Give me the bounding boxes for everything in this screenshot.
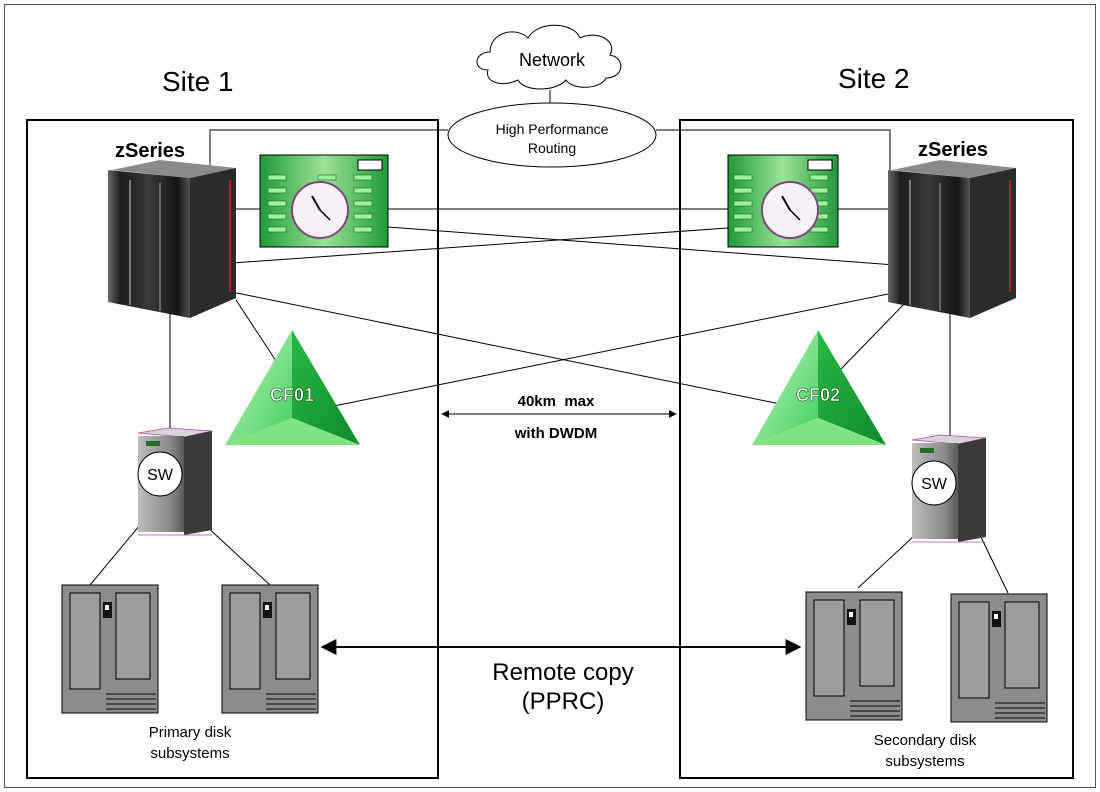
disk-door [69, 592, 101, 690]
timer-slots [733, 174, 829, 233]
sysplex-timer-left [259, 154, 389, 248]
outer-frame [4, 4, 1096, 788]
link-rserver-cf01 [333, 291, 899, 407]
primary-disk-2 [221, 584, 319, 714]
switch-left: SW [137, 427, 213, 536]
switch-label-right: SW [921, 476, 948, 493]
coupling-facility-cf02: CF02 [752, 330, 886, 445]
secondary-disk-2 [950, 593, 1048, 723]
clock-hand-minute [319, 209, 331, 221]
primary-disk-caption-line2: subsystems [150, 745, 229, 762]
routing-node: High Performance Routing [447, 102, 657, 168]
server-body [108, 170, 190, 318]
switch-icon [911, 460, 957, 506]
cf-bottom-face [752, 418, 886, 445]
link-lserver-rtimer [231, 227, 729, 264]
secondary-disk-caption-line2: subsystems [885, 753, 964, 770]
link-lserver-cf02 [231, 291, 791, 407]
disk-door [229, 592, 261, 690]
zseries-label-left: zSeries [115, 140, 185, 162]
disk-handle-light [994, 614, 998, 619]
routing-ellipse [447, 102, 657, 168]
switch-side [958, 438, 986, 542]
server-body [888, 170, 970, 318]
disk-handle-light [105, 605, 109, 610]
disk-vent [850, 700, 900, 717]
secondary-disk-1 [805, 591, 903, 721]
clock-hand-hour [781, 195, 791, 211]
link-lserver-cf01 [235, 299, 283, 371]
network-cloud: Network [476, 24, 622, 103]
server-top [892, 160, 1016, 178]
disk-door [813, 599, 845, 697]
cf-bottom-face [225, 418, 360, 445]
routing-link-right [656, 129, 891, 170]
link-ltimer-rserver [387, 226, 896, 266]
distance-indicator: 40km max with DWDM [441, 393, 677, 442]
link-lswitch-disk1 [89, 524, 141, 586]
cf01-label: CF01 [270, 385, 314, 405]
switch-icon [137, 451, 183, 497]
network-label: Network [519, 50, 586, 70]
link-rswitch-disk2 [979, 534, 1009, 594]
zseries-label-right: zSeries [918, 139, 988, 161]
coupling-facility-cf01: CF01 [225, 330, 360, 445]
zseries-server-right: zSeries [888, 139, 1016, 318]
distance-label-line1: 40km max [518, 393, 595, 410]
link-rserver-cf02 [839, 299, 909, 371]
disk-door [115, 592, 151, 680]
routing-label-line2: Routing [528, 140, 576, 156]
disk-door [958, 601, 990, 699]
site2-label: Site 2 [838, 63, 910, 94]
timer-display [357, 159, 383, 171]
cloud-shape [476, 24, 622, 90]
site1-label: Site 1 [162, 66, 234, 97]
cf-left-face [752, 330, 818, 445]
distance-label-line2: with DWDM [514, 425, 597, 442]
clock-hand-minute [789, 209, 801, 221]
cf-left-face [225, 330, 292, 445]
remote-copy-label-line2: (PPRC) [522, 688, 605, 715]
disk-handle-light [849, 612, 853, 617]
switch-display [920, 448, 934, 453]
remote-copy-label-line1: Remote copy [492, 659, 633, 686]
switch-label-left: SW [147, 467, 174, 484]
routing-link-left [209, 129, 448, 175]
link-lswitch-disk2 [204, 524, 271, 586]
clock-hand-hour [311, 195, 321, 211]
server-side [190, 168, 236, 318]
zseries-server-left: zSeries [108, 140, 236, 318]
disk-vent [995, 702, 1045, 719]
primary-disk-caption-line1: Primary disk [149, 724, 232, 741]
cf-right-face [292, 330, 360, 445]
site1-box [26, 119, 439, 779]
disk-door [1004, 601, 1040, 689]
routing-label-line1: High Performance [496, 121, 609, 137]
server-top [112, 160, 236, 178]
cf02-label: CF02 [796, 385, 840, 405]
site2-box [679, 119, 1074, 779]
disk-vent [266, 693, 316, 710]
primary-disk-1 [61, 584, 159, 714]
switch-right: SW [911, 434, 987, 543]
secondary-disk-caption-line1: Secondary disk [874, 732, 977, 749]
switch-display [146, 441, 160, 446]
link-rswitch-disk1 [857, 534, 916, 589]
connection-lines [89, 129, 1009, 594]
cf-right-face [818, 330, 886, 445]
disk-vent [106, 693, 156, 710]
disk-door [859, 599, 895, 687]
timer-slots [267, 174, 373, 233]
sysplex-timer-right [727, 154, 839, 248]
timer-display [807, 159, 833, 171]
switch-side [184, 431, 212, 535]
disk-handle-light [265, 605, 269, 610]
remote-copy-link: Remote copy (PPRC) [320, 639, 802, 715]
server-side [970, 168, 1016, 318]
disk-door [275, 592, 311, 680]
